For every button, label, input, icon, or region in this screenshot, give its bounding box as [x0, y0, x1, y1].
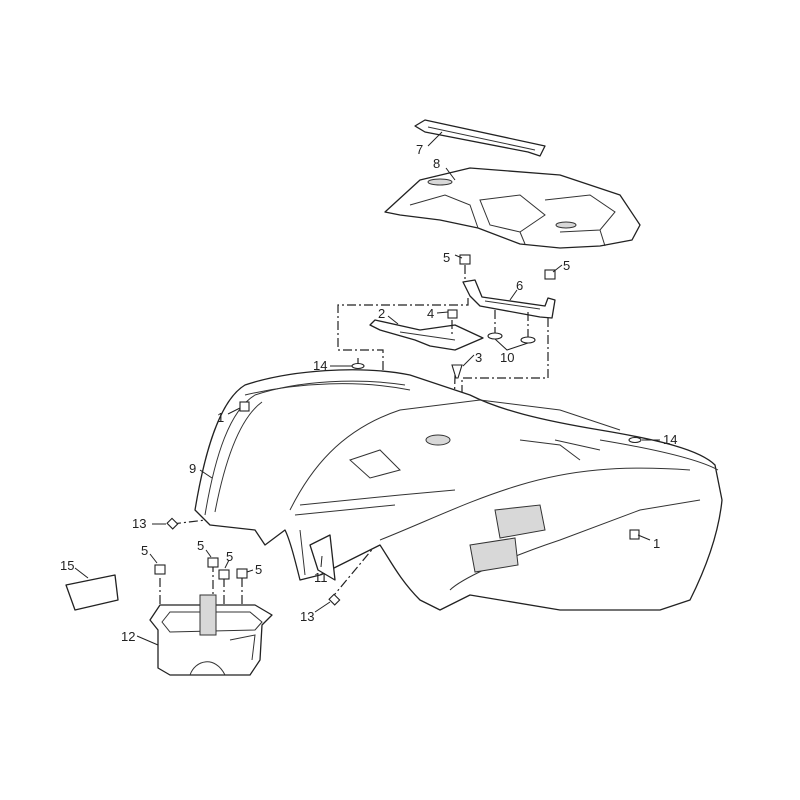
bolt-icon	[236, 568, 248, 579]
callout-12: 12	[121, 629, 135, 644]
callout-11: 11	[314, 570, 328, 585]
bolt-icon	[154, 564, 166, 575]
callout-3: 3	[475, 350, 482, 365]
bolt-icon	[218, 569, 230, 580]
callout-6: 6	[516, 278, 523, 293]
bolt-icon	[629, 529, 640, 540]
callout-13: 13	[300, 609, 314, 624]
callout-labels: 7 8 5 5 6 2 4 3 10 14 1 9 14 1 13 11 5 5…	[60, 142, 677, 644]
callout-8: 8	[433, 156, 440, 171]
callout-5: 5	[563, 258, 570, 273]
fasteners	[154, 254, 642, 606]
callout-5: 5	[141, 543, 148, 558]
nut-icon	[328, 593, 341, 606]
part-12-storage-box	[149, 594, 273, 676]
callout-4: 4	[427, 306, 434, 321]
callout-9: 9	[189, 461, 196, 476]
callout-14: 14	[313, 358, 327, 373]
bolt-icon	[447, 309, 458, 319]
part-10-washer	[487, 332, 503, 340]
callout-10: 10	[500, 350, 514, 365]
grommet-icon	[351, 362, 365, 370]
callout-14: 14	[663, 432, 677, 447]
clip-icon	[451, 364, 463, 379]
part-8-rack-cover	[384, 167, 641, 249]
grommet-icon	[628, 436, 642, 444]
part-15-label	[65, 574, 119, 611]
callout-15: 15	[60, 558, 74, 573]
bolt-icon	[239, 401, 250, 412]
callout-2: 2	[378, 306, 385, 321]
part-11-mud-flap	[309, 534, 336, 581]
callout-13: 13	[132, 516, 146, 531]
leader-lines	[74, 131, 660, 646]
bolt-icon	[459, 254, 471, 265]
callout-5: 5	[197, 538, 204, 553]
bolt-icon	[544, 269, 556, 280]
nut-icon	[166, 517, 179, 530]
callout-1: 1	[217, 410, 224, 425]
part-7-rack-bar	[414, 119, 546, 157]
part-2-plate	[369, 319, 484, 351]
part-9-rear-fender	[194, 369, 723, 611]
callout-5: 5	[255, 562, 262, 577]
callout-7: 7	[416, 142, 423, 157]
callout-1: 1	[653, 536, 660, 551]
part-10-washer	[520, 336, 536, 344]
callout-5: 5	[226, 549, 233, 564]
bolt-icon	[207, 557, 219, 568]
callout-5: 5	[443, 250, 450, 265]
part-6-bracket	[462, 279, 556, 319]
